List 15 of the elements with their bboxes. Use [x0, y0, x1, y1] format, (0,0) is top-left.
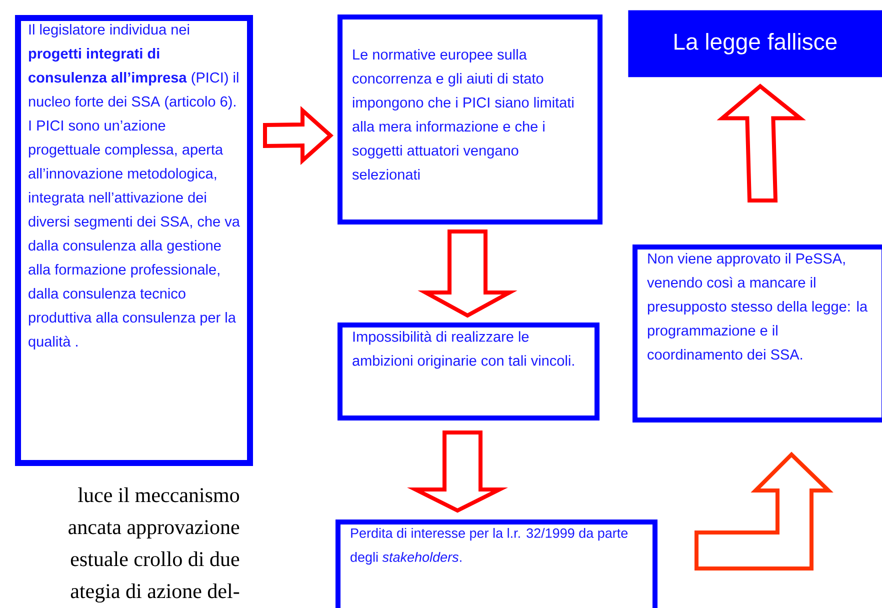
text-box: Le normative europee sulla concorrenza e gli aiuti di stato impongono che i PICI siano limitati alla mera informazione e che i soggetti attuatori vengano selezionati: [338, 14, 602, 224]
body-text-line: ategia di azione del-: [70, 583, 240, 603]
hollow-arrow: [407, 430, 508, 513]
hollow-arrow: [418, 230, 518, 318]
body-text-line: luce il meccanismo: [78, 487, 240, 502]
hollow-arrow: [263, 106, 334, 165]
hollow-arrow: [716, 84, 806, 202]
text-box: Impossibilità di realizzare le ambizioni originarie con tali vincoli.: [338, 322, 600, 420]
text-box: Il legislatore individua nei progetti integrati di consulenza all’impresa (PICI) il nucleo forte dei SSA (articolo 6). I PICI sono un’azione progettuale complessa, aperta all’innovazione metodologica, integrata nell’attivazione dei diversi segmenti dei SSA, che va dalla consulenza alla gestione alla formazione professionale, dalla consulenza tecnico produttiva alla consulenza per la qualità .: [15, 15, 253, 466]
hollow-arrow: [694, 452, 834, 570]
text-box: Non viene approvato il PeSSA, venendo così a mancare il presupposto stesso della legge: la programmazione e il coordinamento dei SSA.: [632, 244, 882, 422]
title-box: La legge fallisce: [628, 10, 882, 78]
text-box: Perdita di interesse per la l.r. 32/1999 da parte degli stakeholders.: [336, 520, 658, 608]
body-text-line: ancata approvazione: [68, 520, 240, 538]
body-text-line: estuale crollo di due: [70, 551, 240, 566]
